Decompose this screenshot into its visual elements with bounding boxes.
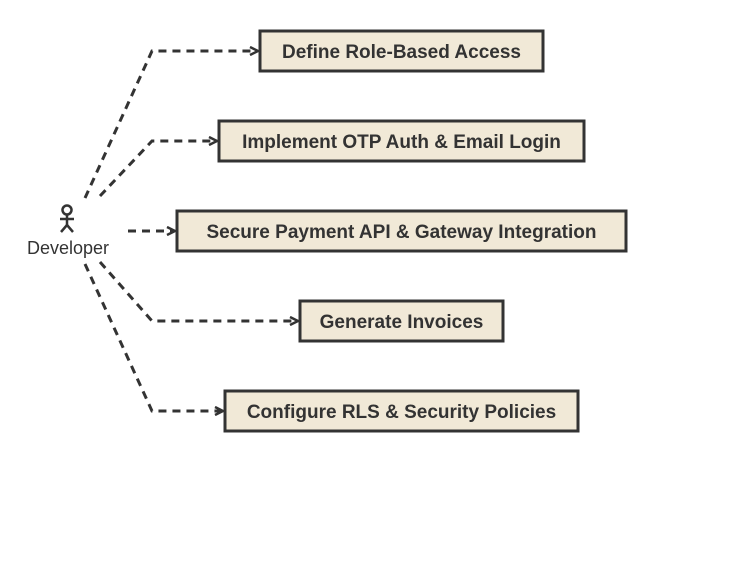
connector-2 [98,141,217,198]
task-label: Generate Invoices [320,312,484,333]
connectors [83,51,298,411]
task-box: Secure Payment API & Gateway Integration [175,209,628,253]
task-box: Generate Invoices [298,299,505,343]
connector-1 [83,51,258,199]
actor-label: Developer [27,238,109,258]
connector-4 [98,261,298,321]
task-label: Define Role-Based Access [282,42,521,63]
task-box: Implement OTP Auth & Email Login [217,119,586,163]
task-box: Define Role-Based Access [258,29,545,73]
developer-actor: Developer [27,204,109,258]
task-label: Implement OTP Auth & Email Login [242,132,561,153]
connector-5 [83,263,223,411]
task-box: Configure RLS & Security Policies [223,389,580,433]
task-label: Secure Payment API & Gateway Integration [207,222,597,243]
stick-figure-icon [60,204,74,233]
task-label: Configure RLS & Security Policies [247,402,556,423]
